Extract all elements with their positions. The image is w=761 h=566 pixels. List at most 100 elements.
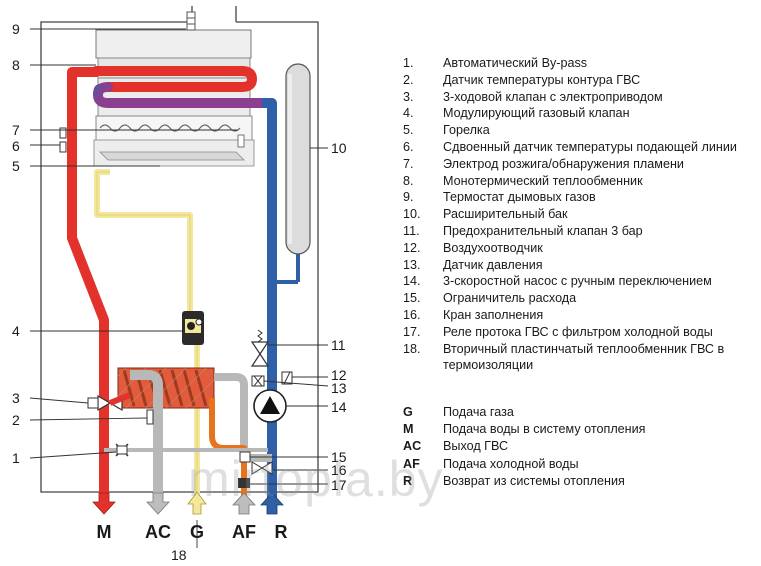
legend-text: Расширительный бак — [443, 207, 568, 222]
legend-item: 1. Автоматический By-pass — [403, 55, 755, 72]
abbreviation-key: R — [403, 473, 413, 488]
callout-10: 10 — [331, 140, 347, 156]
supply-temperature-sensor — [59, 127, 67, 153]
callout-8: 8 — [12, 57, 20, 73]
label-g: G — [190, 522, 204, 542]
legend-number: 15. — [403, 291, 421, 306]
callout-9: 9 — [12, 21, 20, 37]
legend-text: Сдвоенный датчик температуры подающей ли… — [443, 139, 737, 154]
legend-text: Монотермический теплообменник — [443, 173, 643, 188]
abbreviation-key: M — [403, 422, 414, 437]
legend-item: 14. 3-скоростной насос с ручным переключе… — [403, 273, 755, 290]
legend-number: 2. — [403, 72, 414, 87]
legend-number: 7. — [403, 156, 414, 171]
abbreviation-text: Подача воды в систему отопления — [443, 422, 646, 437]
legend-item: 17. Реле протока ГВС с фильтром холодной … — [403, 324, 755, 341]
safety-valve — [250, 329, 272, 367]
legend-number: 18. — [403, 341, 421, 356]
abbreviation-item: G Подача газа — [403, 404, 755, 421]
legend-number: 5. — [403, 123, 414, 138]
legend-text: Реле протока ГВС с фильтром холодной вод… — [443, 324, 713, 339]
callout-14: 14 — [331, 399, 347, 415]
legend-item: 4.Модулирующий газовый клапан — [403, 105, 755, 122]
label-m: M — [97, 522, 112, 542]
legend-number: 11. — [403, 223, 420, 238]
callout-4: 4 — [12, 323, 20, 339]
legend-number: 8. — [403, 173, 414, 188]
legend-item: 7. Электрод розжига/обнаружения пламени — [403, 156, 755, 173]
boiler-diagram: 9 8 7 6 5 4 3 2 1 10 11 12 13 14 15 16 1… — [12, 6, 347, 563]
legend-item: 5. Горелка — [403, 122, 755, 139]
legend-item: 10. Расширительный бак — [403, 206, 755, 223]
legend-text: Термостат дымовых газов — [443, 190, 596, 205]
legend-text: Горелка — [443, 123, 490, 138]
legend-text: Ограничитель расхода — [443, 291, 577, 306]
callout-15: 15 — [331, 449, 347, 465]
monothermal-heat-exchanger — [91, 66, 267, 108]
abbreviation-text: Подача газа — [443, 405, 514, 419]
pressure-sensor — [281, 371, 293, 385]
flow-limiter — [239, 451, 251, 463]
callout-numbers: 9 8 7 6 5 4 3 2 1 10 11 12 13 14 15 16 1… — [12, 21, 347, 563]
legend-item: 11. Предохранительный клапан 3 бар — [403, 223, 755, 240]
connection-arrows — [92, 491, 284, 515]
abbreviation-text: Выход ГВС — [443, 439, 509, 454]
legend-text: 3-ходовой клапан с электроприводом — [443, 89, 663, 104]
legend-number: 12. — [403, 240, 421, 255]
legend-item: 3. 3-ходовой клапан с электроприводом — [403, 89, 755, 106]
callout-5: 5 — [12, 158, 20, 174]
legend-item: 6.Сдвоенный датчик температуры подающей … — [403, 139, 755, 156]
heating-circuit-pipe — [214, 373, 272, 462]
legend-number: 10. — [403, 207, 421, 222]
arrow-m — [92, 492, 116, 515]
legend-item: 9. Термостат дымовых газов — [403, 189, 755, 206]
legend-item: 18. Вторичный пластинчатый теплообменник … — [403, 341, 755, 375]
legend-text: Воздухоотводчик — [443, 240, 543, 255]
legend-text: Электрод розжига/обнаружения пламени — [443, 156, 684, 171]
legend-number: 14. — [403, 274, 421, 289]
legend-item: 15. Ограничитель расхода — [403, 290, 755, 307]
legend-text: Кран заполнения — [443, 307, 544, 322]
legend-text: Предохранительный клапан 3 бар — [443, 223, 643, 238]
legend-item: 13.Датчик давления — [403, 257, 755, 274]
expansion-tank — [272, 63, 311, 284]
callout-7: 7 — [12, 122, 20, 138]
fill-tap — [251, 461, 273, 475]
legend-number: 17. — [403, 324, 421, 339]
abbreviation-key: G — [403, 405, 413, 419]
bypass-valve — [115, 443, 129, 457]
callout-12: 12 — [331, 367, 347, 383]
legend-text: Модулирующий газовый клапан — [443, 106, 630, 121]
legend-item: 12. Воздухоотводчик — [403, 240, 755, 257]
callout-2: 2 — [12, 412, 20, 428]
flue-thermostat — [186, 11, 196, 31]
dhw-flow-switch — [238, 478, 250, 488]
callout-17: 17 — [331, 477, 347, 493]
legend-item: 2. Датчик температуры контура ГВС — [403, 72, 755, 89]
label-ac: AC — [145, 522, 171, 542]
legend-text: Датчик температуры контура ГВС — [443, 72, 641, 87]
callout-6: 6 — [12, 138, 20, 154]
legend-number: 9. — [403, 190, 414, 205]
circulation-pump — [253, 389, 287, 423]
abbreviation-key: AF — [403, 456, 420, 471]
legend-number: 3. — [403, 89, 414, 104]
legend-text: Автоматический By-pass — [443, 56, 588, 70]
legend-item: 16. Кран заполнения — [403, 307, 755, 324]
label-r: R — [275, 522, 288, 542]
legend-item: 8. Монотермический теплообменник — [403, 173, 755, 190]
gas-valve — [182, 311, 204, 345]
legend-text: Датчик давления — [443, 257, 543, 272]
legend-number: 1. — [403, 56, 414, 70]
arrow-g — [187, 491, 207, 515]
legend-text: 3-скоростной насос с ручным переключение… — [443, 274, 712, 289]
air-vent — [251, 375, 265, 387]
legend-text: Вторичный пластинчатый теплообменник ГВС… — [443, 341, 725, 373]
three-way-valve — [87, 392, 132, 412]
legend-number: 16. — [403, 307, 421, 322]
callout-13: 13 — [331, 380, 347, 396]
connection-labels: M AC G AF R — [97, 522, 288, 542]
